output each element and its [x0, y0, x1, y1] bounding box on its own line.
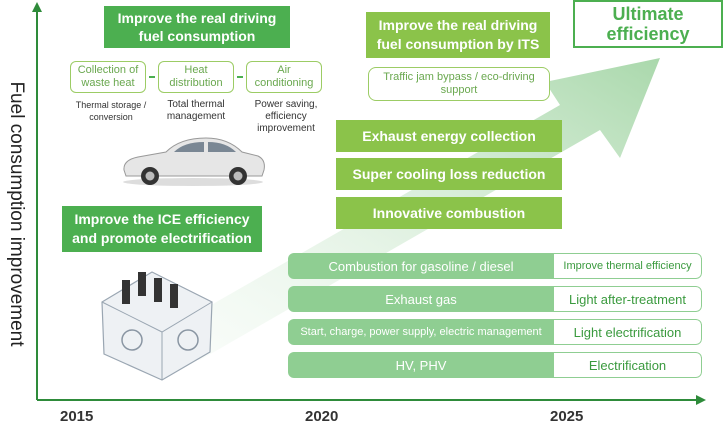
- its-sub-box: Traffic jam bypass / eco-driving support: [368, 67, 550, 101]
- innovative-combustion-box: Innovative combustion: [336, 197, 562, 229]
- x-tick-2015: 2015: [60, 408, 94, 425]
- its-title: Improve the real driving fuel consumptio…: [366, 12, 550, 58]
- cooling-loss-box: Super cooling loss reduction: [336, 158, 562, 190]
- bar-electric-management-right: Light electrification: [554, 319, 702, 345]
- exhaust-energy-box: Exhaust energy collection: [336, 120, 562, 152]
- heat-distribution-box: Heat distribution: [158, 61, 234, 93]
- connector-dash-1: [149, 76, 155, 78]
- real-driving-title: Improve the real driving fuel consumptio…: [104, 6, 290, 48]
- bar-exhaust: Exhaust gas Light after-treatment: [288, 286, 702, 312]
- heat-distribution-caption: Total thermal management: [166, 99, 226, 122]
- bar-combustion: Combustion for gasoline / diesel Improve…: [288, 253, 702, 279]
- engine-image: [101, 271, 213, 381]
- x-tick-2020: 2020: [305, 408, 339, 425]
- bar-electric-management: Start, charge, power supply, electric ma…: [288, 319, 702, 345]
- bar-hv-right: Electrification: [554, 352, 702, 378]
- bar-combustion-left: Combustion for gasoline / diesel: [288, 253, 554, 279]
- air-conditioning-caption: Power saving, efficiency improvement: [254, 99, 318, 134]
- x-tick-2025: 2025: [550, 408, 584, 425]
- y-axis-label: Fuel consumption improvement: [6, 81, 27, 347]
- ultimate-efficiency-label: Ultimate efficiency: [606, 4, 690, 44]
- air-conditioning-box: Air conditioning: [246, 61, 322, 93]
- bar-combustion-right: Improve thermal efficiency: [554, 253, 702, 279]
- connector-dash-2: [237, 76, 243, 78]
- ice-title: Improve the ICE efficiency and promote e…: [62, 206, 262, 252]
- bar-hv-left: HV, PHV: [288, 352, 554, 378]
- bar-hv: HV, PHV Electrification: [288, 352, 702, 378]
- bar-exhaust-right: Light after-treatment: [554, 286, 702, 312]
- waste-heat-box: Collection of waste heat: [70, 61, 146, 93]
- ultimate-efficiency-box: Ultimate efficiency: [573, 0, 723, 48]
- bar-exhaust-left: Exhaust gas: [288, 286, 554, 312]
- waste-heat-caption: Thermal storage / conversion: [75, 100, 147, 122]
- bar-electric-management-left: Start, charge, power supply, electric ma…: [288, 319, 554, 345]
- car-image: [123, 137, 265, 186]
